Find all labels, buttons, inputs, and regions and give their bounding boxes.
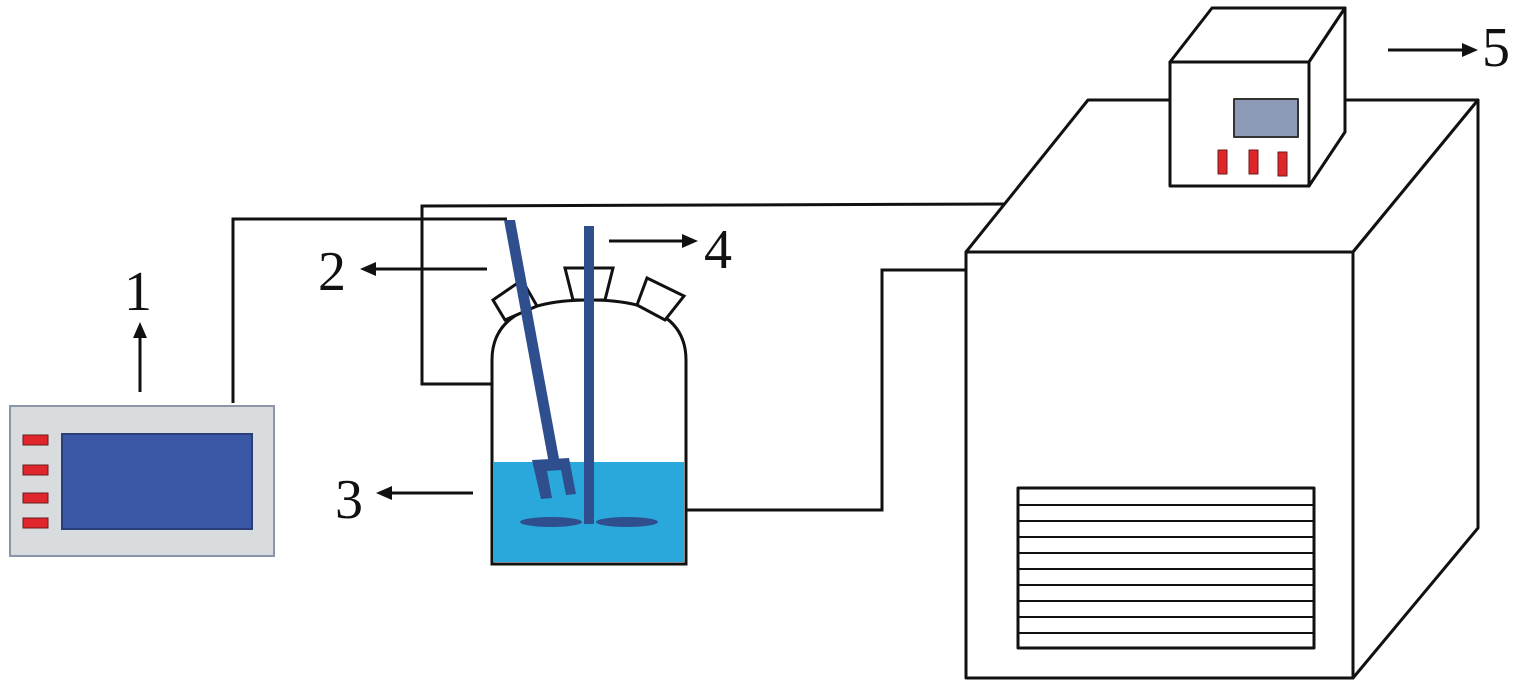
wires (231, 202, 1013, 512)
temperature-controller (9, 405, 275, 557)
arrow-5 (1388, 43, 1478, 57)
vessel-to-bath-wire-bottom (686, 268, 966, 512)
controller-to-sensor-wire (231, 217, 507, 403)
arrow-3 (376, 486, 473, 500)
stirrer (520, 226, 658, 527)
bath-button (1217, 149, 1228, 175)
controller-screen (61, 433, 253, 530)
label-1: 1 (124, 261, 152, 323)
controller-button (22, 517, 49, 529)
vessel-neck-right (635, 275, 687, 322)
controller-button (22, 492, 49, 504)
probe-rod (504, 220, 560, 464)
callout-arrows (133, 43, 1478, 500)
stirrer-shaft (584, 226, 594, 524)
label-4: 4 (704, 219, 732, 281)
temperature-probe (504, 220, 576, 499)
arrow-2 (360, 262, 487, 276)
arrow-4 (609, 234, 698, 248)
label-3: 3 (335, 469, 363, 531)
probe-fork (532, 458, 576, 499)
vessel-body (490, 360, 688, 566)
bath-button (1248, 149, 1259, 175)
thermostatic-bath (964, 6, 1480, 680)
label-2: 2 (318, 241, 346, 303)
stirrer-blade-left (520, 517, 582, 527)
bath-display (1233, 98, 1299, 138)
bath-button (1277, 151, 1288, 177)
controller-button (22, 464, 49, 476)
vent-slats (1018, 504, 1314, 634)
label-5: 5 (1482, 17, 1510, 79)
stirrer-blade-right (596, 517, 658, 527)
vessel-to-bath-wire-top (420, 202, 1013, 386)
arrow-1 (133, 322, 147, 392)
controller-button (22, 434, 49, 446)
